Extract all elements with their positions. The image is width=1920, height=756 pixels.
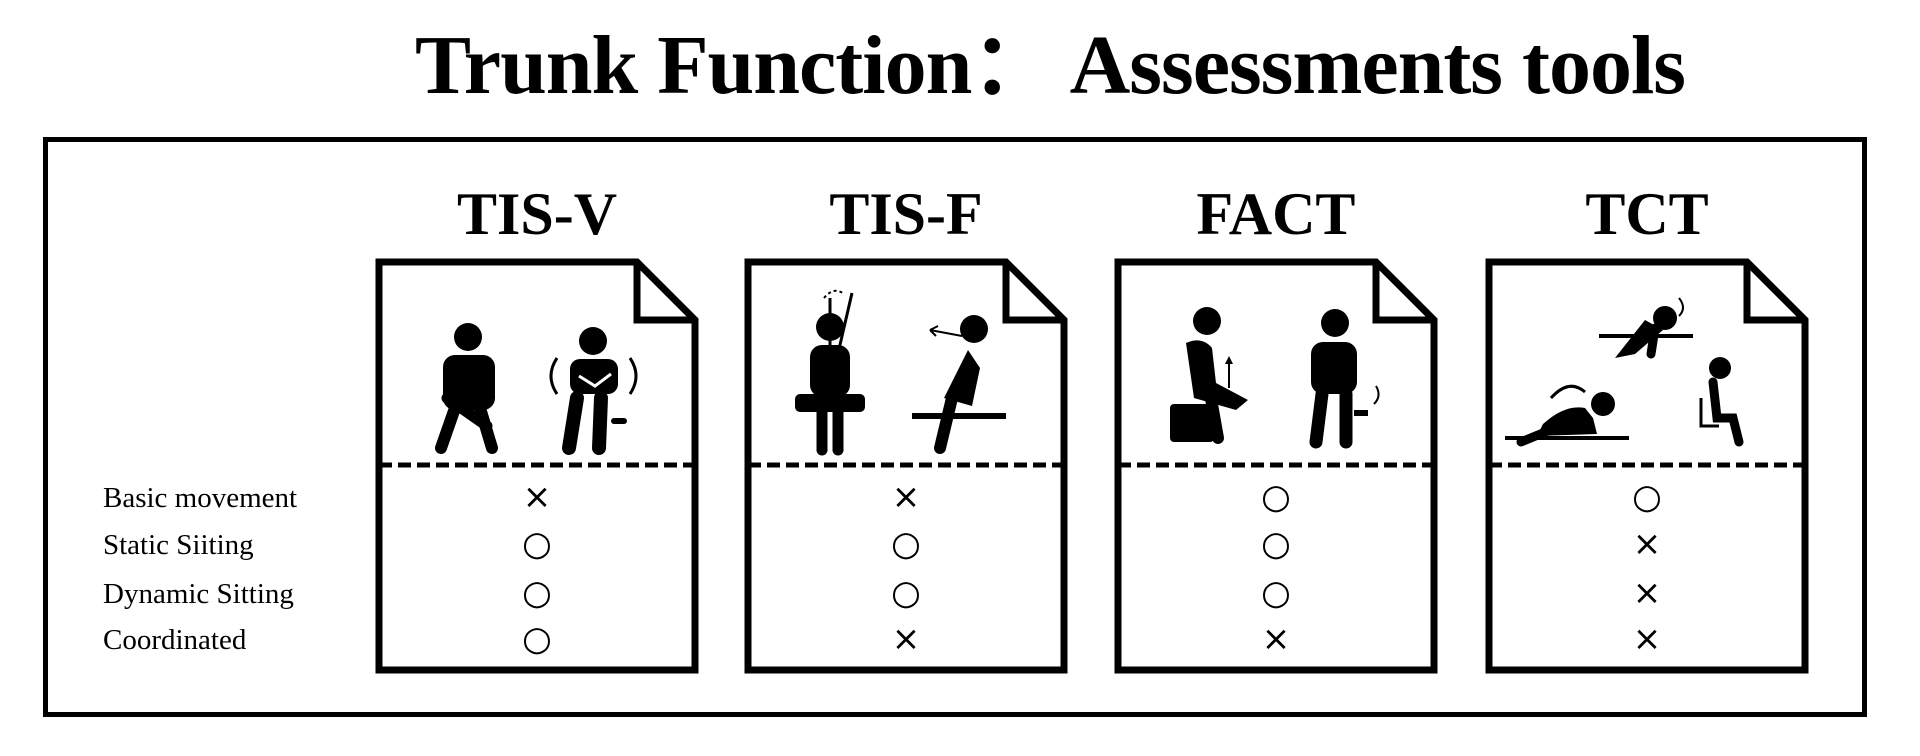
tool-heading-tct: TCT: [1585, 181, 1709, 247]
tool-card-tct: ○ × × ×: [1485, 258, 1809, 674]
mark-tis-f-coordinated: ×: [891, 619, 921, 659]
mark-tct-dynamic-sitting: ×: [1632, 573, 1662, 613]
mark-tis-v-dynamic-sitting: ○: [522, 573, 552, 613]
mark-tct-coordinated: ×: [1632, 619, 1662, 659]
mark-fact-static-sitting: ○: [1261, 524, 1291, 564]
tool-heading-tis-f: TIS-F: [829, 181, 983, 247]
row-label-static-sitting: Static Siiting: [103, 529, 254, 561]
mark-tis-f-static-sitting: ○: [891, 524, 921, 564]
row-label-dynamic-sitting: Dynamic Sitting: [103, 578, 294, 610]
mark-tis-v-basic-movement: ×: [522, 477, 552, 517]
mark-fact-coordinated: ×: [1261, 619, 1291, 659]
mark-tct-static-sitting: ×: [1632, 524, 1662, 564]
tool-card-tis-v: × ○ ○ ○: [375, 258, 699, 674]
mark-tis-f-basic-movement: ×: [891, 477, 921, 517]
mark-tis-f-dynamic-sitting: ○: [891, 573, 921, 613]
seated-leg-lift-figures-icon: [1170, 307, 1380, 449]
page-title: Trunk Function： Assessments tools: [415, 19, 1686, 112]
tool-card-fact: ○ ○ ○ ×: [1114, 258, 1438, 674]
mark-fact-dynamic-sitting: ○: [1261, 573, 1291, 613]
tool-card-tis-f: × ○ ○ ×: [744, 258, 1068, 674]
row-label-coordinated: Coordinated: [103, 624, 247, 656]
rolling-and-sitting-figures-icon: [1505, 297, 1744, 447]
row-label-basic-movement: Basic movement: [103, 482, 298, 514]
tool-heading-tis-v: TIS-V: [456, 181, 618, 247]
diagram-frame: [43, 137, 1867, 717]
seated-trunk-rotation-figures-icon: [435, 323, 638, 455]
tool-heading-fact: FACT: [1196, 181, 1356, 247]
mark-fact-basic-movement: ○: [1261, 477, 1291, 517]
mark-tct-basic-movement: ○: [1632, 477, 1662, 517]
seated-trunk-alignment-figures-icon: [795, 289, 1006, 456]
mark-tis-v-coordinated: ○: [522, 619, 552, 659]
mark-tis-v-static-sitting: ○: [522, 524, 552, 564]
